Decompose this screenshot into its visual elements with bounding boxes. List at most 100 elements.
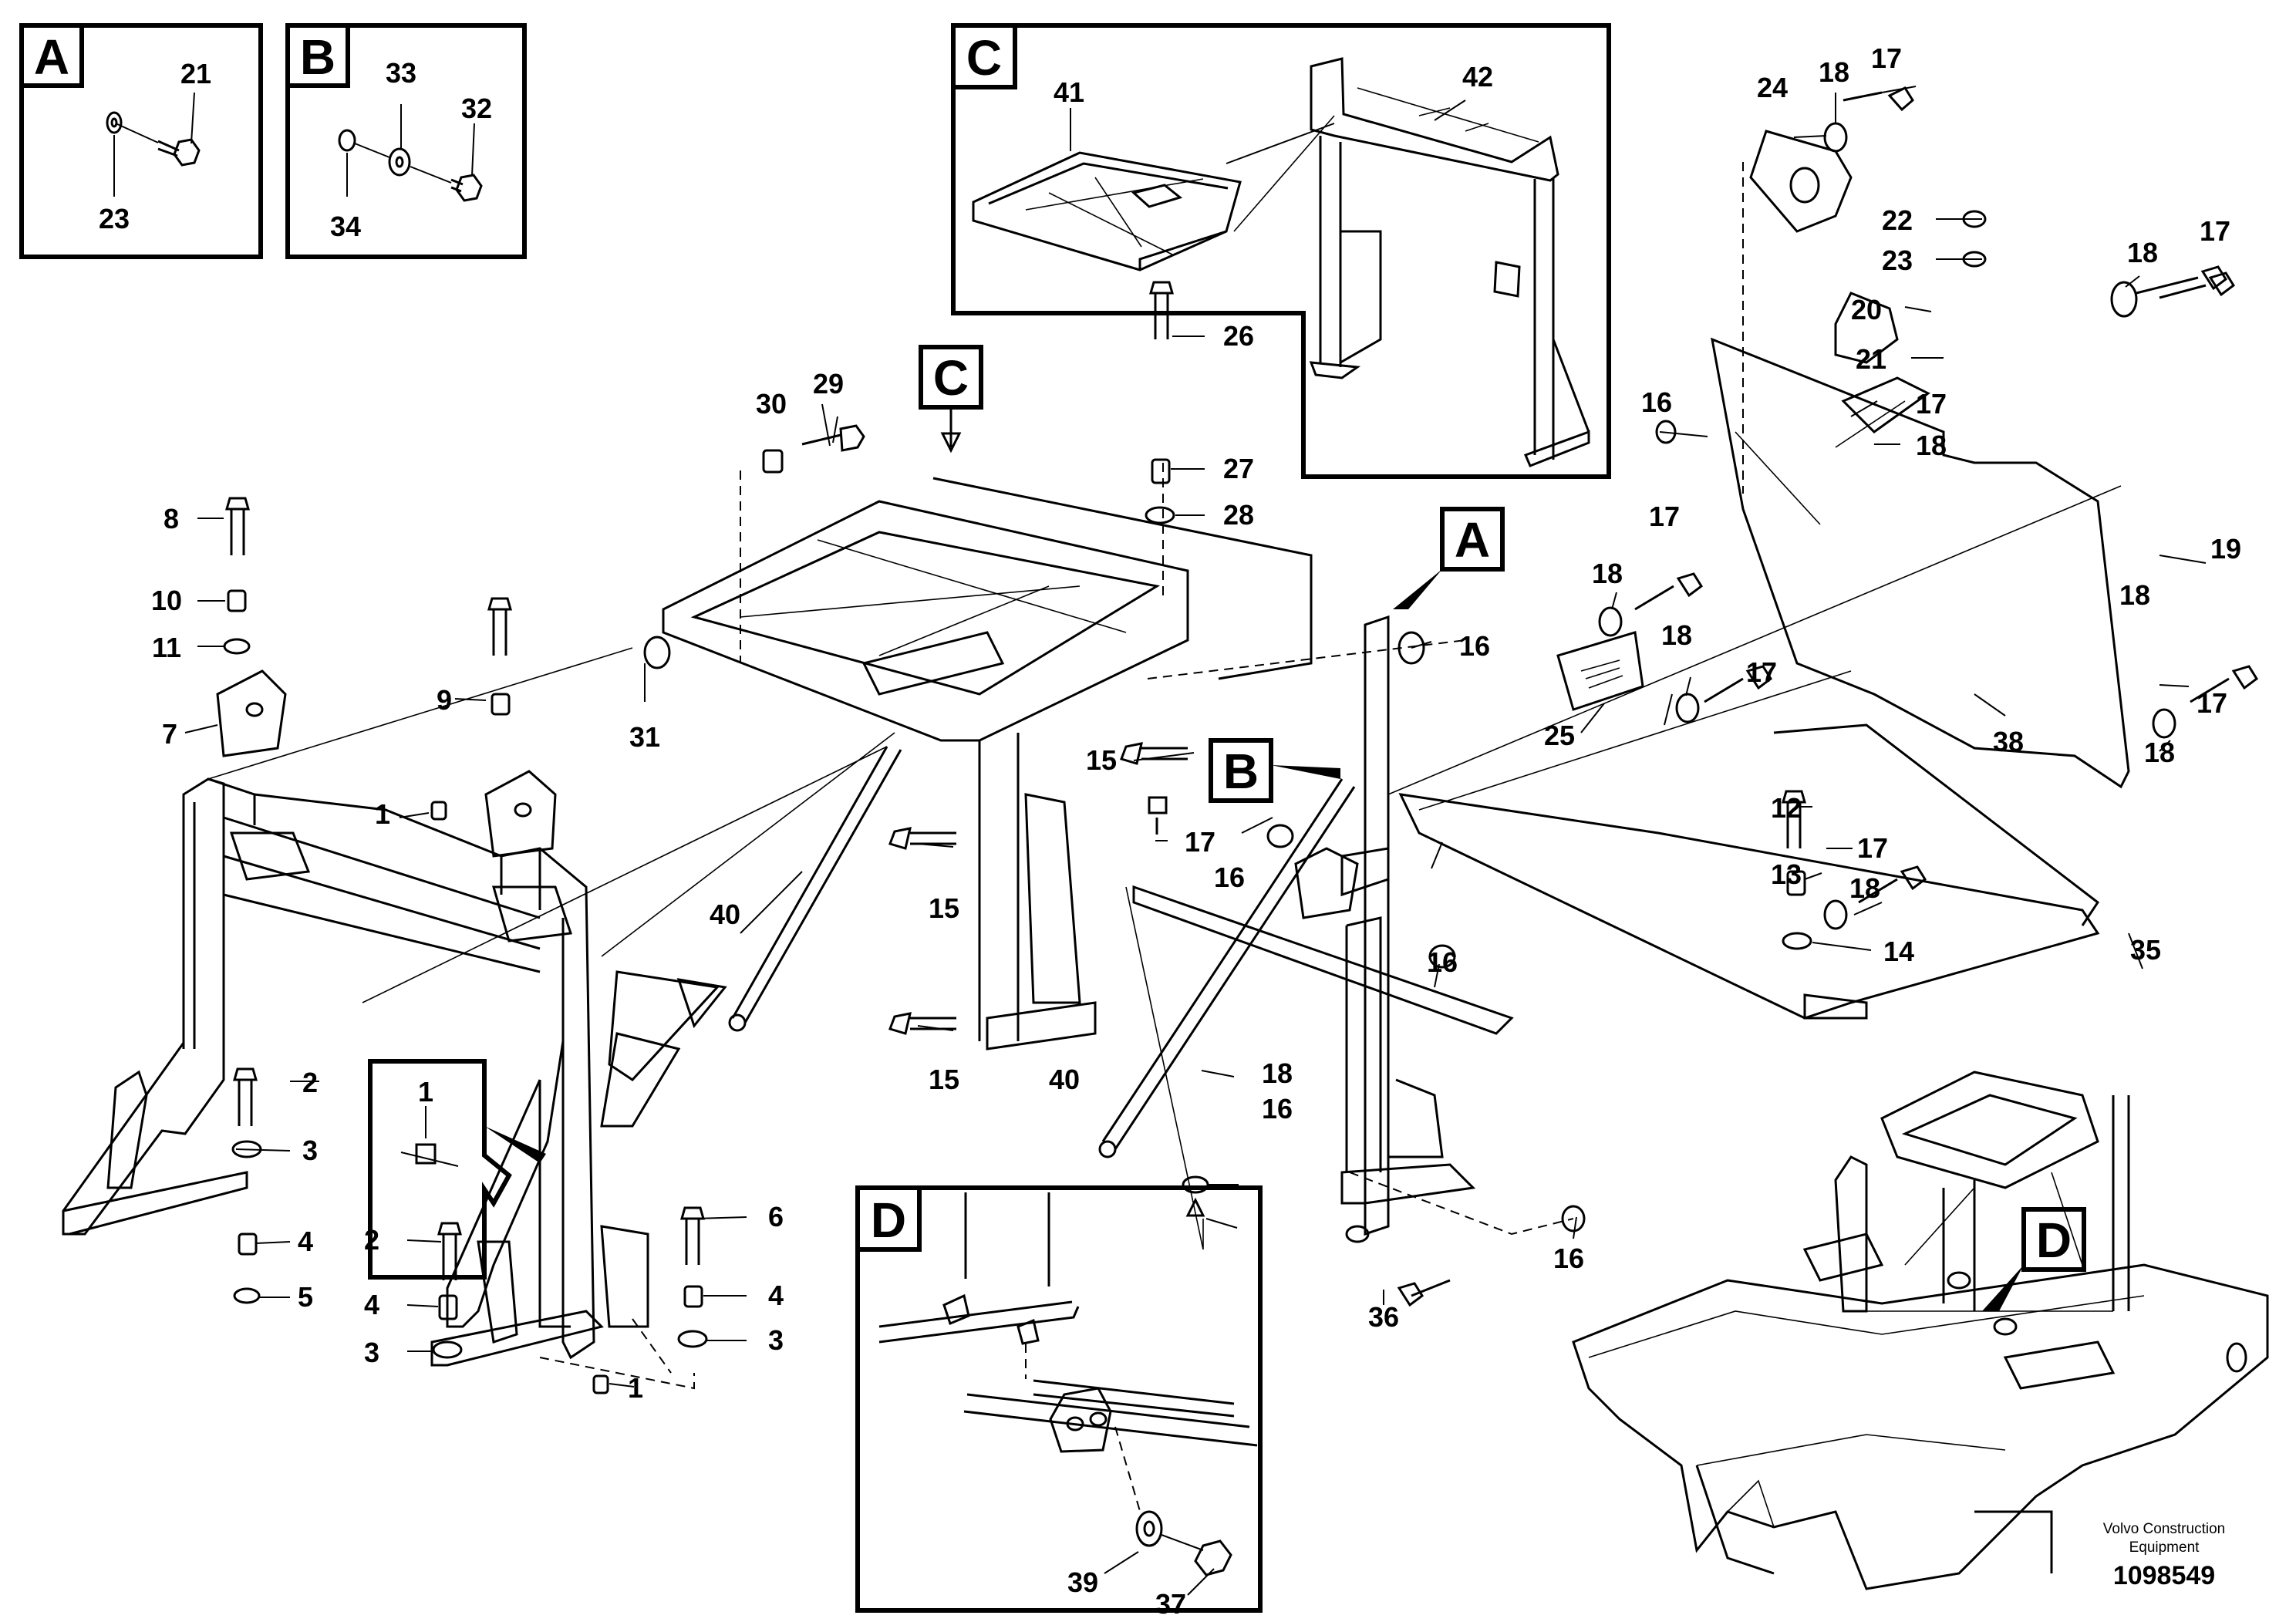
callout-32: 32 [461, 93, 492, 124]
mount-block [216, 669, 287, 757]
callout-1: 1 [375, 798, 390, 830]
callout-19: 19 [2210, 533, 2241, 565]
callout-21: 21 [180, 58, 211, 89]
side-panel-upper [1711, 337, 2130, 789]
callouts-right-assembly: 24 18 17 22 23 18 17 20 21 16 17 18 19 1… [1368, 42, 2241, 1333]
callout-29: 29 [813, 368, 844, 400]
callout-26: 26 [1223, 320, 1254, 352]
callout-18: 18 [2119, 579, 2150, 611]
callout-16: 16 [1459, 630, 1490, 662]
callouts-center-frame: 30 29 26 27 28 15 15 15 17 16 16 40 18 1… [756, 320, 1458, 1125]
machine-locator-view [1572, 1071, 2269, 1590]
callout-15: 15 [929, 1064, 959, 1095]
svg-text:B: B [1223, 744, 1259, 799]
callout-13: 13 [1771, 858, 1802, 890]
left-front-frame [62, 777, 727, 1367]
callout-41: 41 [1054, 76, 1084, 108]
mount-block [484, 770, 557, 858]
callout-leaders [184, 86, 2207, 1388]
callout-10: 10 [151, 585, 182, 616]
view-letter-c: C [966, 30, 1002, 86]
callout-23: 23 [99, 203, 130, 234]
callout-4: 4 [768, 1280, 784, 1311]
callout-18: 18 [2144, 737, 2175, 768]
callout-31: 31 [629, 721, 660, 753]
callout-16: 16 [1641, 386, 1672, 418]
callout-21: 21 [1856, 343, 1886, 375]
svg-text:A: A [1455, 512, 1490, 568]
view-marker-c: C [919, 345, 983, 454]
side-panel-lower [1398, 723, 2100, 1020]
strut-rod [728, 746, 902, 1032]
callout-4: 4 [364, 1289, 379, 1320]
callout-18: 18 [1592, 558, 1623, 589]
footer: Volvo Construction Equipment 1098549 [2103, 1521, 2225, 1590]
view-marker-b: B [1209, 738, 1340, 803]
bolt [157, 138, 201, 167]
strut-rod [1098, 778, 1356, 1158]
detail-view-b: B 33 32 34 [285, 23, 527, 259]
bolt [1194, 1539, 1232, 1576]
callout-17: 17 [1857, 832, 1888, 864]
callout-18: 18 [1661, 619, 1692, 651]
callout-42: 42 [1462, 61, 1493, 93]
callout-25: 25 [1544, 720, 1575, 751]
seat-frame [972, 151, 1242, 271]
callout-40: 40 [1049, 1064, 1080, 1095]
callout-33: 33 [386, 57, 416, 89]
callout-23: 23 [1882, 244, 1913, 276]
center-seat-frame [662, 477, 1313, 1050]
callout-18: 18 [2127, 237, 2158, 268]
callout-3: 3 [364, 1337, 379, 1368]
view-marker-d: D [1982, 1207, 2086, 1311]
callout-38: 38 [1993, 726, 2024, 757]
rear-frame [1309, 57, 1590, 467]
callout-3: 3 [302, 1135, 318, 1166]
callout-18: 18 [1849, 872, 1880, 904]
callout-35: 35 [2130, 934, 2161, 966]
washer [1135, 1510, 1163, 1547]
callout-1: 1 [418, 1076, 433, 1108]
callout-24: 24 [1757, 72, 1788, 103]
callout-27: 27 [1223, 453, 1254, 484]
callout-18: 18 [1262, 1057, 1293, 1089]
callout-12: 12 [1771, 792, 1802, 824]
callout-17: 17 [2197, 687, 2227, 719]
grille-plate [1556, 631, 1644, 711]
callout-39: 39 [1067, 1566, 1098, 1598]
callout-17: 17 [1916, 388, 1947, 420]
callout-34: 34 [330, 211, 361, 242]
callout-16: 16 [1427, 946, 1458, 978]
detail-inset-1: 1 [368, 1059, 546, 1280]
doc-number: 1098549 [2113, 1561, 2215, 1590]
callout-17: 17 [2200, 215, 2230, 247]
callout-28: 28 [1223, 499, 1254, 531]
callout-17: 17 [1871, 42, 1902, 74]
svg-text:D: D [2036, 1212, 2072, 1268]
callout-7: 7 [162, 718, 177, 750]
callout-17: 17 [1746, 656, 1777, 688]
brand-line-1: Volvo Construction [2103, 1521, 2225, 1537]
washer [388, 147, 411, 177]
callout-30: 30 [756, 388, 787, 420]
callout-40: 40 [710, 899, 740, 930]
callout-1: 1 [628, 1372, 643, 1404]
callout-3: 3 [768, 1324, 784, 1356]
view-letter-a: A [34, 29, 69, 85]
callouts-left-frame: 8 10 11 7 9 1 31 40 2 3 4 5 2 4 3 6 4 3 … [151, 503, 784, 1404]
callout-16: 16 [1553, 1243, 1584, 1274]
view-letter-d: D [871, 1192, 906, 1248]
svg-text:C: C [933, 350, 969, 406]
callout-22: 22 [1882, 204, 1913, 236]
rear-guard-plate [1749, 130, 1853, 233]
callout-4: 4 [298, 1226, 313, 1257]
callout-18: 18 [1916, 430, 1947, 461]
callout-11: 11 [152, 632, 181, 663]
washer [106, 111, 123, 134]
detail-view-d: D 39 37 [855, 1185, 1263, 1620]
reference-lines [207, 115, 2122, 1390]
callout-15: 15 [929, 892, 959, 924]
detail-view-a: A 21 23 [19, 23, 263, 259]
callout-2: 2 [302, 1067, 318, 1098]
